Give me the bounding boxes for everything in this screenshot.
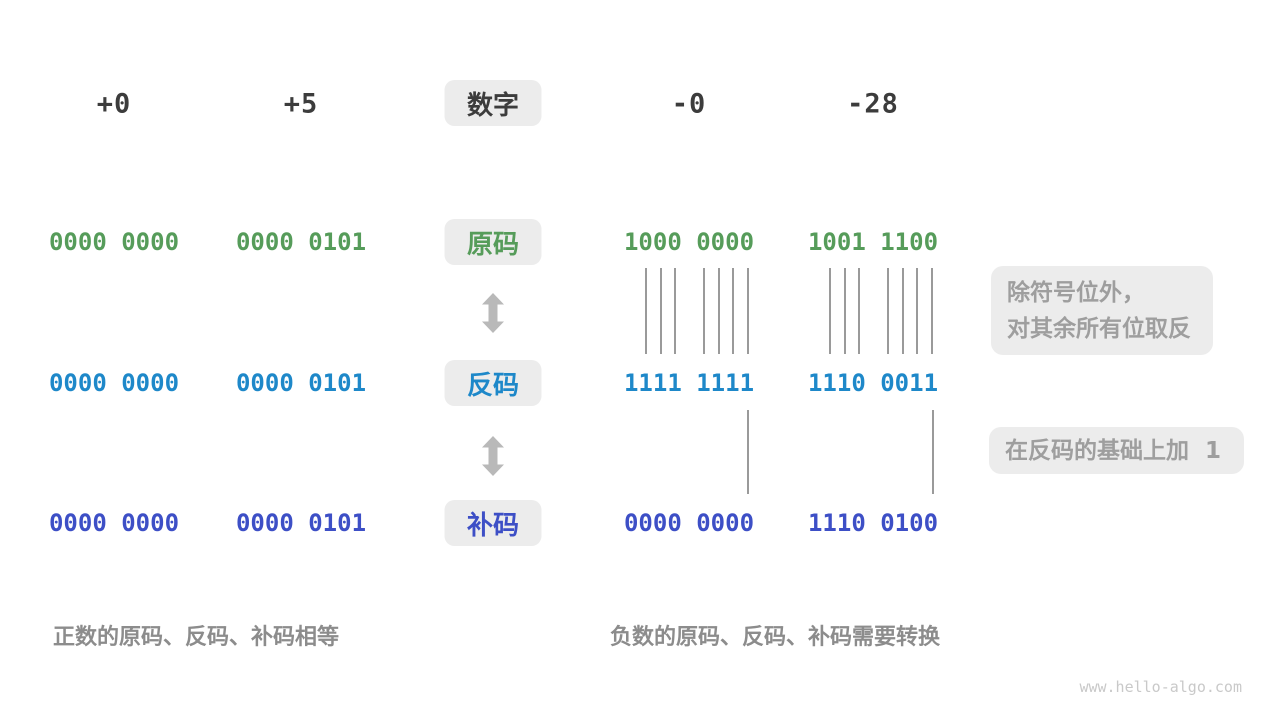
header-number-plus5: +5 [283, 88, 319, 120]
annotation-add-one-text: 在反码的基础上加 1 [1005, 437, 1222, 464]
annotation-flip-bits-line1: 除符号位外， [1007, 280, 1145, 306]
ones-complement-minus0: 1111 1111 [623, 369, 755, 397]
bit-flip-lines-minus0 [624, 268, 754, 354]
ones-complement-label: 反码 [466, 370, 519, 401]
annotation-add-one: 在反码的基础上加 1 [989, 427, 1244, 474]
ones-complement-minus28: 1110 0011 [807, 369, 939, 397]
sign-magnitude-plus5: 0000 0101 [235, 228, 367, 256]
twos-complement-label: 补码 [466, 510, 519, 541]
up-down-arrow-icon [480, 436, 506, 480]
header-number-minus28: -28 [847, 88, 899, 120]
twos-complement-minus0: 0000 0000 [623, 509, 755, 537]
add-one-line-minus28 [932, 410, 934, 494]
twos-complement-label-box: 补码 [444, 500, 542, 546]
add-one-line-minus0 [747, 410, 749, 494]
header-number-plus0: +0 [96, 88, 132, 120]
sign-magnitude-minus0: 1000 0000 [623, 228, 755, 256]
number-label: 数字 [466, 90, 519, 121]
annotation-flip-bits: 除符号位外， 对其余所有位取反 [991, 266, 1213, 355]
bit-flip-lines-minus28 [808, 268, 938, 354]
ones-complement-label-box: 反码 [444, 360, 542, 406]
watermark: www.hello-algo.com [1079, 678, 1242, 696]
annotation-flip-bits-line2: 对其余所有位取反 [1007, 316, 1191, 342]
caption-negative-numbers: 负数的原码、反码、补码需要转换 [610, 625, 941, 650]
header-number-minus0: -0 [671, 88, 707, 120]
ones-complement-plus0: 0000 0000 [48, 369, 180, 397]
twos-complement-minus28: 1110 0100 [807, 509, 939, 537]
up-down-arrow-icon [480, 293, 506, 337]
ones-complement-plus5: 0000 0101 [235, 369, 367, 397]
sign-magnitude-plus0: 0000 0000 [48, 228, 180, 256]
caption-positive-numbers: 正数的原码、反码、补码相等 [53, 625, 340, 650]
sign-magnitude-minus28: 1001 1100 [807, 228, 939, 256]
sign-magnitude-label-box: 原码 [444, 219, 542, 265]
number-label-box: 数字 [444, 80, 542, 126]
twos-complement-plus5: 0000 0101 [235, 509, 367, 537]
twos-complement-plus0: 0000 0000 [48, 509, 180, 537]
sign-magnitude-label: 原码 [466, 229, 519, 260]
